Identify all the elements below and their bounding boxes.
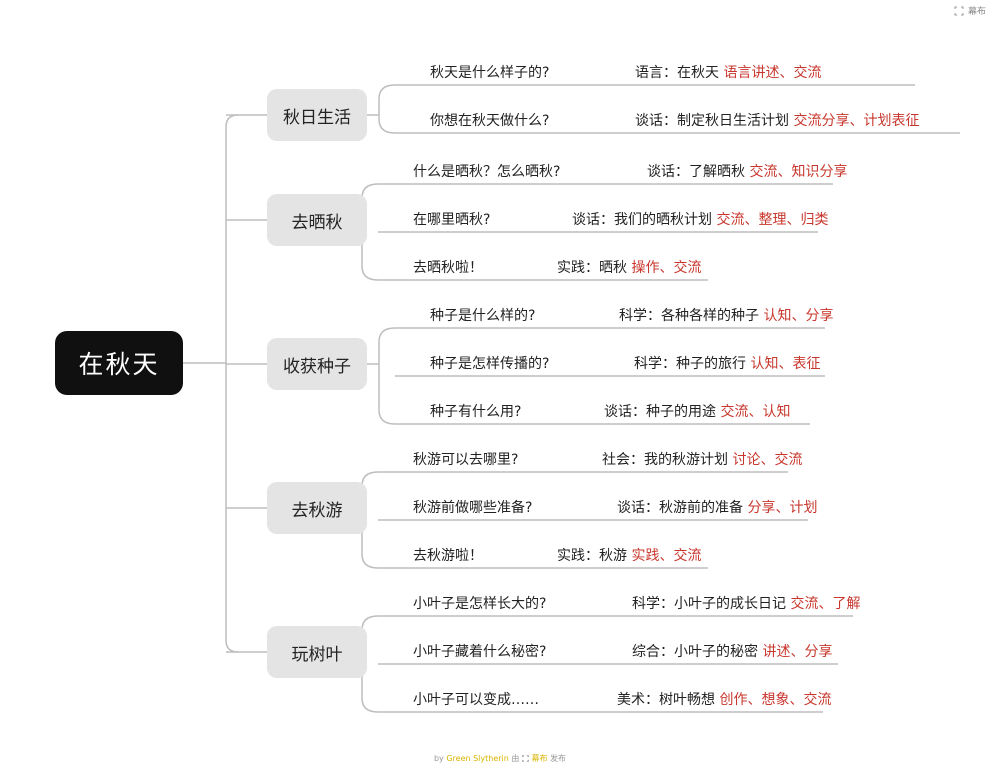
leaf-activity-group: 综合：小叶子的秘密 讲述、分享 (632, 641, 832, 661)
leaf-keywords: 操作、交流 (631, 260, 702, 276)
leaf-activity-group: 实践：秋游 实践、交流 (557, 545, 701, 565)
leaf-question: 种子有什么用? (430, 404, 522, 420)
leaf-activity-group: 美术：树叶畅想 创作、想象、交流 (617, 689, 831, 709)
leaf-activity: 实践：秋游 (557, 548, 627, 564)
mubu-logo-icon (522, 755, 529, 762)
leaf-keywords: 讨论、交流 (732, 452, 803, 468)
leaf-keywords: 认知、表征 (750, 356, 821, 372)
leaf-question: 去秋游啦！ (413, 548, 483, 564)
leaf-question: 去晒秋啦！ (413, 260, 483, 276)
leaf-keywords: 分享、计划 (747, 500, 818, 516)
leaf-activity: 科学：小叶子的成长日记 (632, 596, 786, 612)
leaf-keywords: 交流、整理、归类 (716, 212, 829, 228)
leaf-question: 秋天是什么样子的? (430, 65, 550, 81)
leaf-activity: 科学：种子的旅行 (634, 356, 746, 372)
topbar: 幕布 (954, 4, 986, 17)
footer-via: 由 (511, 754, 520, 763)
footer-brand[interactable]: 幕布 (531, 754, 548, 763)
leaf-question: 种子是什么样的? (430, 308, 536, 324)
expand-icon[interactable] (954, 6, 964, 16)
leaf-keywords: 交流、认知 (720, 404, 791, 420)
leaf-question: 小叶子藏着什么秘密? (413, 644, 547, 660)
leaf-activity-group: 科学：小叶子的成长日记 交流、了解 (632, 593, 860, 613)
branch-node[interactable]: 秋日生活 (267, 89, 367, 141)
leaf-activity-group: 谈话：秋游前的准备 分享、计划 (617, 497, 817, 517)
leaf-bracket (378, 84, 396, 134)
leaf-activity: 美术：树叶畅想 (617, 692, 715, 708)
leaf-question: 秋游可以去哪里? (413, 452, 519, 468)
leaf-question: 小叶子是怎样长大的? (413, 596, 547, 612)
leaf-activity-group: 谈话：了解晒秋 交流、知识分享 (647, 161, 847, 181)
leaf-activity: 谈话：我们的晒秋计划 (572, 212, 712, 228)
leaf-keywords: 交流、了解 (790, 596, 861, 612)
branch-node[interactable]: 玩树叶 (267, 626, 367, 678)
leaf-activity: 语言：在秋天 (635, 65, 719, 81)
leaf-activity: 实践：晒秋 (557, 260, 627, 276)
leaf-question: 你想在秋天做什么? (430, 113, 550, 129)
leaf-question: 什么是晒秋？怎么晒秋? (413, 164, 561, 180)
leaf-keywords: 实践、交流 (631, 548, 702, 564)
branch-node[interactable]: 去晒秋 (267, 194, 367, 246)
leaf-activity-group: 实践：晒秋 操作、交流 (557, 257, 701, 277)
leaf-activity: 综合：小叶子的秘密 (632, 644, 758, 660)
leaf-activity-group: 谈话：种子的用途 交流、认知 (604, 401, 790, 421)
footer-by: by (433, 754, 444, 763)
leaf-keywords: 认知、分享 (763, 308, 834, 324)
leaf-question: 种子是怎样传播的? (430, 356, 550, 372)
footer-author[interactable]: Green Slytherin (446, 754, 509, 763)
leaf-question: 秋游前做哪些准备? (413, 500, 533, 516)
leaf-activity-group: 谈话：我们的晒秋计划 交流、整理、归类 (572, 209, 828, 229)
leaf-activity: 科学：各种各样的种子 (619, 308, 759, 324)
leaf-keywords: 讲述、分享 (762, 644, 833, 660)
leaf-activity-group: 社会：我的秋游计划 讨论、交流 (602, 449, 802, 469)
leaf-bracket (378, 327, 396, 425)
leaf-keywords: 语言讲述、交流 (723, 65, 822, 81)
leaf-activity-group: 科学：种子的旅行 认知、表征 (634, 353, 820, 373)
leaf-question: 在哪里晒秋? (413, 212, 491, 228)
leaf-keywords: 交流分享、计划表征 (793, 113, 920, 129)
footer: by Green Slytherin 由 幕布 发布 (0, 753, 1000, 764)
leaf-keywords: 创作、想象、交流 (719, 692, 832, 708)
leaf-activity: 谈话：种子的用途 (604, 404, 716, 420)
leaf-keywords: 交流、知识分享 (749, 164, 848, 180)
leaf-activity-group: 语言：在秋天 语言讲述、交流 (635, 62, 821, 82)
footer-publish: 发布 (550, 754, 567, 763)
leaf-activity: 谈话：制定秋日生活计划 (635, 113, 789, 129)
leaf-question: 小叶子可以变成…… (413, 692, 539, 708)
root-node[interactable]: 在秋天 (55, 331, 183, 395)
spine-connector (225, 114, 239, 653)
leaf-activity: 谈话：了解晒秋 (647, 164, 745, 180)
leaf-activity: 谈话：秋游前的准备 (617, 500, 743, 516)
branch-node[interactable]: 收获种子 (267, 338, 367, 390)
topbar-label[interactable]: 幕布 (967, 7, 986, 17)
leaf-activity: 社会：我的秋游计划 (602, 452, 728, 468)
leaf-activity-group: 科学：各种各样的种子 认知、分享 (619, 305, 833, 325)
leaf-activity-group: 谈话：制定秋日生活计划 交流分享、计划表征 (635, 110, 919, 130)
branch-node[interactable]: 去秋游 (267, 482, 367, 534)
